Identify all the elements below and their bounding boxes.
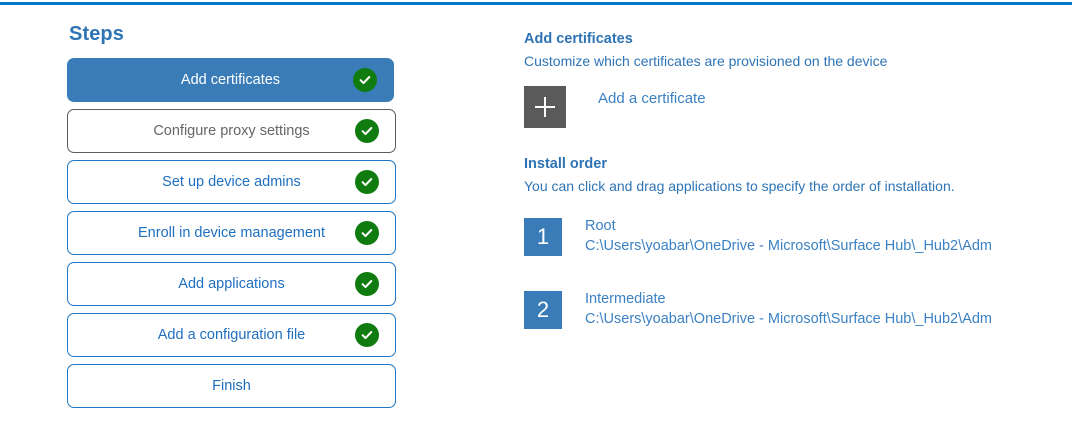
list-item[interactable]: 1 Root C:\Users\yoabar\OneDrive - Micros…: [524, 218, 1072, 256]
add-certificate-button[interactable]: [524, 86, 566, 128]
check-circle-icon: [355, 170, 379, 194]
sidebar-item-add-certificates[interactable]: Add certificates: [67, 58, 394, 102]
step-label: Configure proxy settings: [153, 123, 310, 139]
check-circle-icon: [353, 68, 377, 92]
order-number-badge: 1: [524, 218, 562, 256]
step-label: Add a configuration file: [157, 327, 306, 343]
page-title: Steps: [69, 23, 124, 45]
install-order-heading: Install order: [524, 156, 607, 172]
sidebar-item-add-applications[interactable]: Add applications: [67, 262, 396, 306]
check-circle-icon: [355, 221, 379, 245]
install-order-description: You can click and drag applications to s…: [524, 178, 955, 194]
step-label: Enroll in device management: [138, 225, 325, 241]
certificate-name: Root: [585, 218, 616, 234]
add-certificate-row: Add a certificate: [524, 86, 1072, 128]
top-accent-rule: [0, 2, 1072, 5]
sidebar-item-configure-proxy-settings[interactable]: Configure proxy settings: [67, 109, 396, 153]
step-label: Add certificates: [180, 72, 281, 88]
order-item-text: Root C:\Users\yoabar\OneDrive - Microsof…: [585, 216, 992, 256]
add-certificate-label[interactable]: Add a certificate: [598, 90, 706, 107]
order-item-text: Intermediate C:\Users\yoabar\OneDrive - …: [585, 289, 992, 329]
sidebar-item-add-a-configuration-file[interactable]: Add a configuration file: [67, 313, 396, 357]
check-circle-icon: [355, 119, 379, 143]
sidebar-item-finish[interactable]: Finish: [67, 364, 396, 408]
sidebar-item-set-up-device-admins[interactable]: Set up device admins: [67, 160, 396, 204]
step-list: Add certificates Configure proxy setting…: [67, 58, 397, 408]
add-certificates-description: Customize which certificates are provisi…: [524, 53, 888, 69]
add-certificates-heading: Add certificates: [524, 31, 633, 47]
check-circle-icon: [355, 272, 379, 296]
list-item[interactable]: 2 Intermediate C:\Users\yoabar\OneDrive …: [524, 291, 1072, 329]
step-label: Add applications: [178, 276, 285, 292]
step-label: Set up device admins: [162, 174, 301, 190]
install-order-section: Install order You can click and drag app…: [524, 155, 1072, 329]
steps-panel: Steps Add certificates Configure proxy s…: [67, 22, 397, 408]
certificate-path: C:\Users\yoabar\OneDrive - Microsoft\Sur…: [585, 311, 992, 327]
install-order-list: 1 Root C:\Users\yoabar\OneDrive - Micros…: [524, 218, 1072, 329]
certificate-name: Intermediate: [585, 291, 666, 307]
order-number-badge: 2: [524, 291, 562, 329]
check-circle-icon: [355, 323, 379, 347]
sidebar-item-enroll-in-device-management[interactable]: Enroll in device management: [67, 211, 396, 255]
plus-icon: [535, 97, 555, 117]
certificate-path: C:\Users\yoabar\OneDrive - Microsoft\Sur…: [585, 238, 992, 254]
detail-panel: Add certificates Customize which certifi…: [524, 30, 1072, 364]
step-label: Finish: [212, 378, 251, 394]
